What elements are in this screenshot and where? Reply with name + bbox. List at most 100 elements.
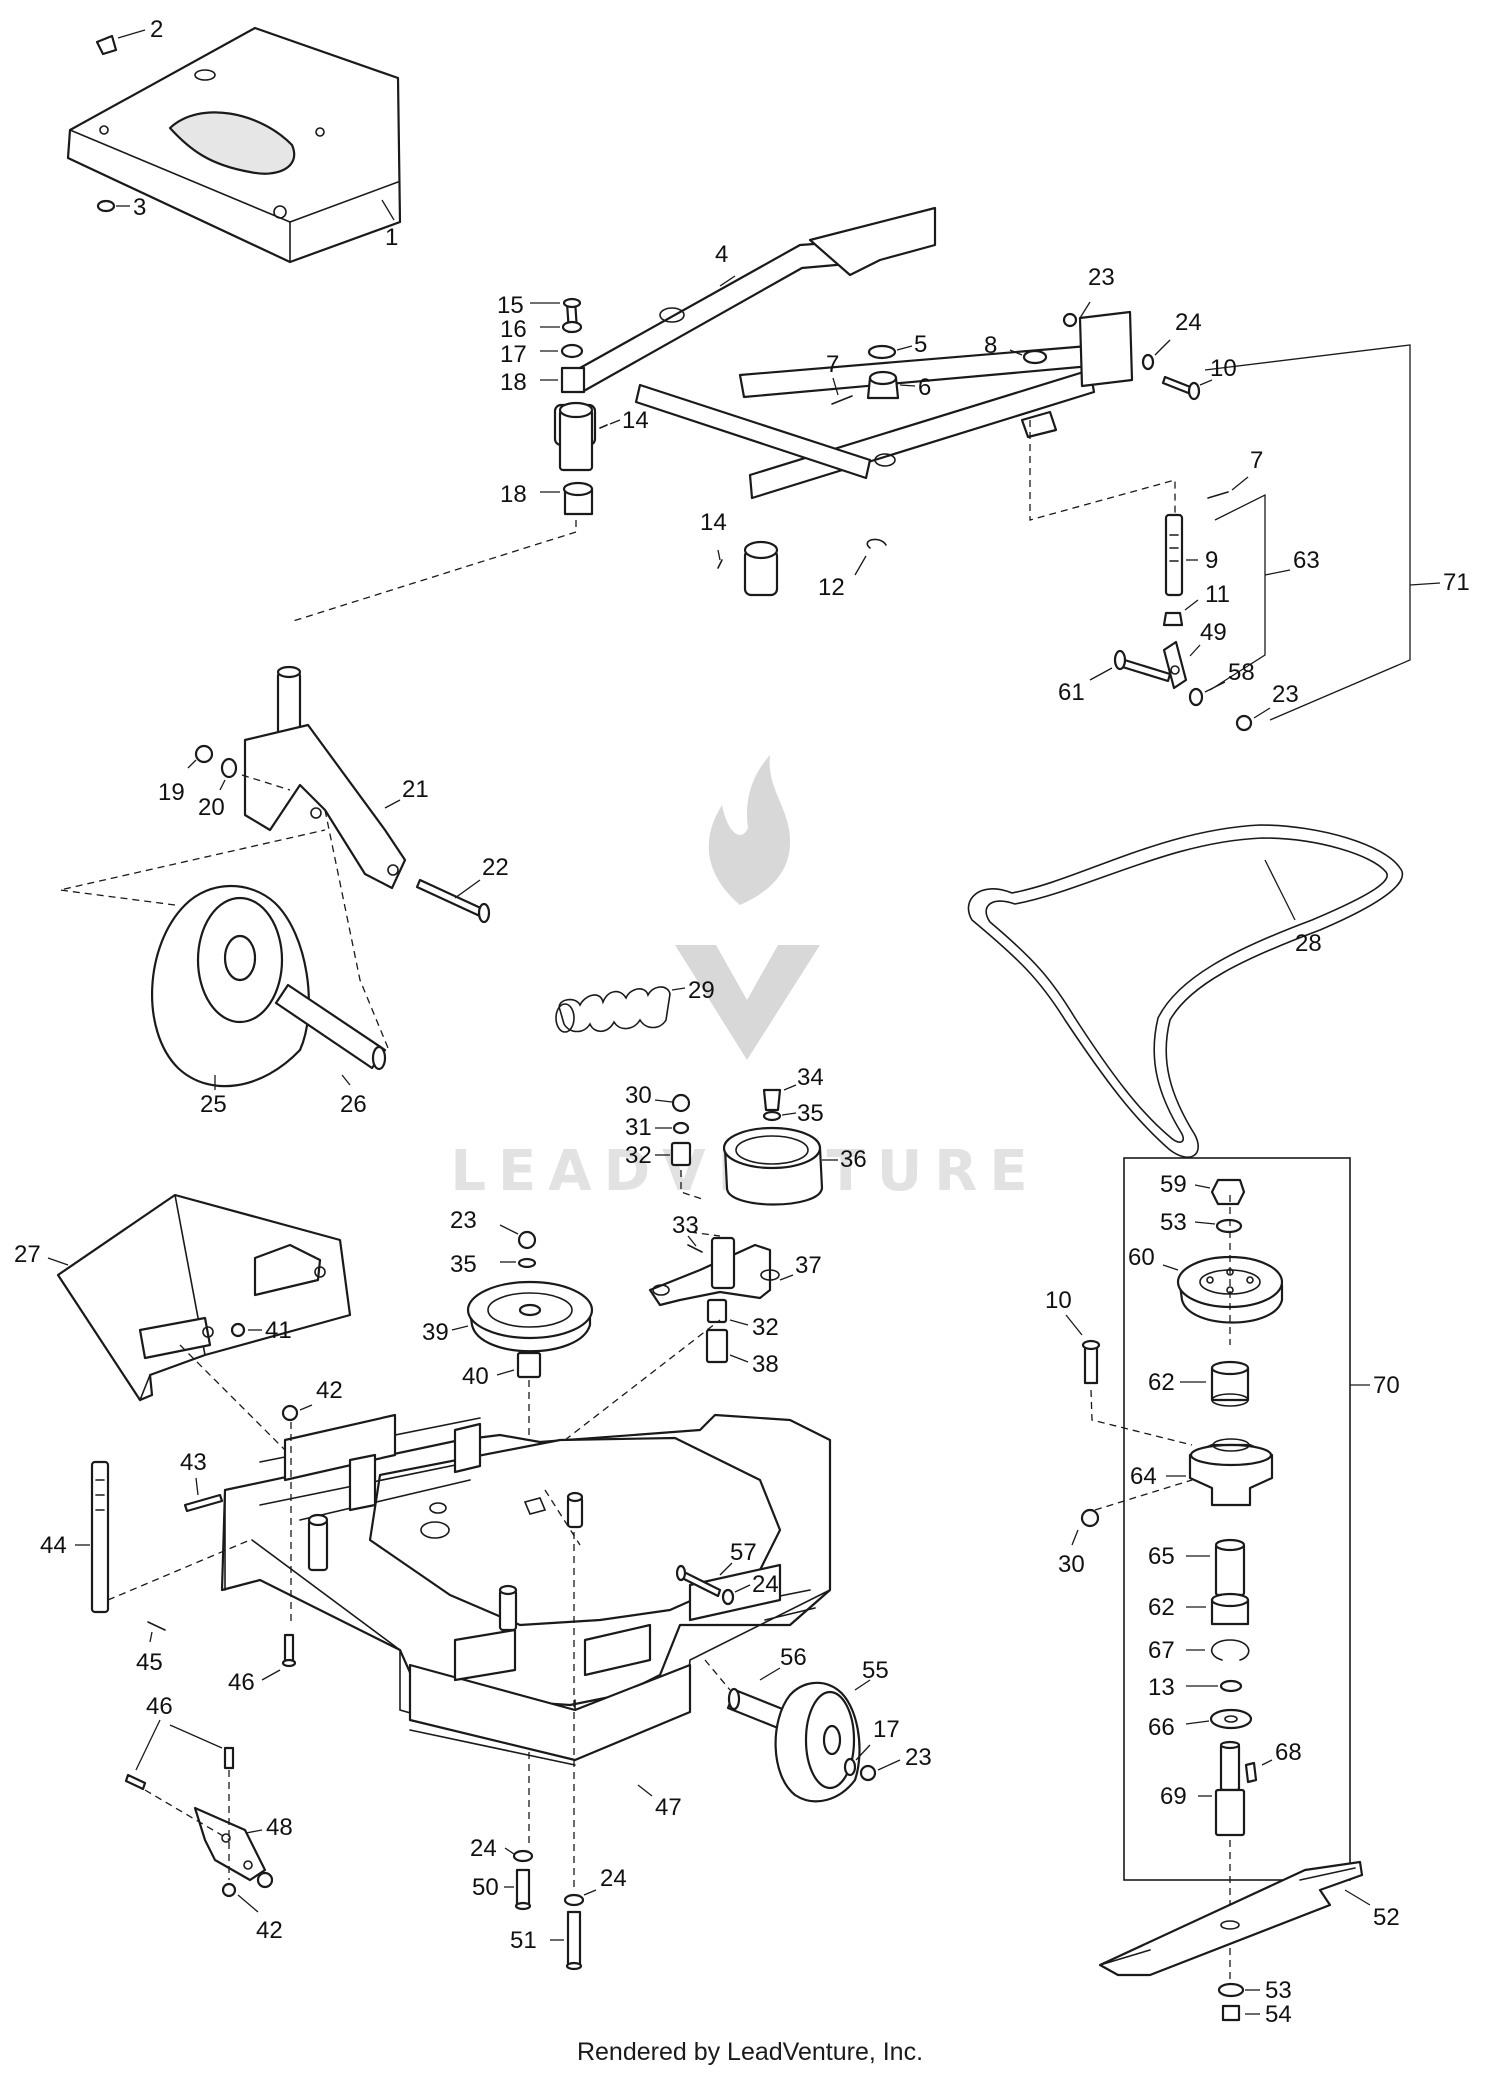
callout-24-deck-left[interactable]: 24: [470, 1835, 497, 1862]
part-62-bearing-top[interactable]: [1180, 1360, 1250, 1407]
callout-16[interactable]: 16: [500, 316, 527, 343]
callout-32-upper[interactable]: 32: [625, 1142, 652, 1169]
callout-46-bracket[interactable]: 46: [146, 1693, 173, 1720]
callout-57[interactable]: 57: [730, 1539, 757, 1566]
callout-48[interactable]: 48: [266, 1814, 293, 1841]
part-49-clevis[interactable]: [1162, 640, 1201, 690]
callout-20[interactable]: 20: [198, 794, 225, 821]
callout-37[interactable]: 37: [795, 1252, 822, 1279]
part-48-bracket[interactable]: [193, 1806, 267, 1882]
callout-17-rear[interactable]: 17: [873, 1716, 900, 1743]
part-61-bolt[interactable]: [1089, 649, 1172, 683]
callout-64[interactable]: 64: [1130, 1463, 1157, 1490]
callout-24-rear[interactable]: 24: [752, 1571, 779, 1598]
callout-3[interactable]: 3: [133, 194, 146, 221]
part-54-bolt[interactable]: [1221, 2004, 1260, 2022]
part-1-hood[interactable]: [66, 26, 402, 264]
callout-38[interactable]: 38: [752, 1351, 779, 1378]
part-23-nut-frame[interactable]: [1062, 301, 1091, 328]
part-5-bushing[interactable]: [867, 344, 913, 360]
part-30-nut-idler[interactable]: [654, 1093, 691, 1113]
callout-44[interactable]: 44: [40, 1532, 67, 1559]
callout-62-bottom[interactable]: 62: [1148, 1594, 1175, 1621]
part-53-washer-bottom[interactable]: [1217, 1982, 1260, 1998]
callout-15[interactable]: 15: [497, 292, 524, 319]
callout-6[interactable]: 6: [918, 374, 931, 401]
part-24-washer-deck-right[interactable]: [563, 1889, 597, 1907]
callout-28[interactable]: 28: [1295, 930, 1322, 957]
callout-36[interactable]: 36: [840, 1146, 867, 1173]
callout-67[interactable]: 67: [1148, 1637, 1175, 1664]
callout-66[interactable]: 66: [1148, 1714, 1175, 1741]
part-35-washer-idler[interactable]: [762, 1110, 797, 1122]
part-32-spacer-lower[interactable]: [706, 1298, 749, 1326]
part-64-spindle-housing[interactable]: [1166, 1438, 1274, 1507]
callout-43[interactable]: 43: [180, 1449, 207, 1476]
callout-46-deck[interactable]: 46: [228, 1669, 255, 1696]
callout-25[interactable]: 25: [200, 1091, 227, 1118]
part-24-washer-frame[interactable]: [1141, 339, 1171, 371]
callout-14-lower[interactable]: 14: [700, 509, 727, 536]
callout-54[interactable]: 54: [1265, 2001, 1292, 2028]
callout-41[interactable]: 41: [265, 1317, 292, 1344]
callout-5[interactable]: 5: [914, 331, 927, 358]
part-68-key[interactable]: [1244, 1759, 1273, 1784]
callout-11[interactable]: 11: [1205, 581, 1230, 608]
callout-62-top[interactable]: 62: [1148, 1369, 1175, 1396]
part-51-bolt[interactable]: [550, 1910, 583, 1971]
callout-30-idler[interactable]: 30: [625, 1082, 652, 1109]
part-69-spindle-shaft[interactable]: [1198, 1740, 1246, 1837]
callout-24-frame[interactable]: 24: [1175, 309, 1202, 336]
callout-23-deck[interactable]: 23: [450, 1207, 477, 1234]
callout-4[interactable]: 4: [715, 241, 728, 268]
part-22-bolt[interactable]: [415, 878, 491, 924]
callout-33[interactable]: 33: [672, 1212, 699, 1239]
part-26-axle[interactable]: [274, 983, 387, 1086]
callout-35-idler[interactable]: 35: [797, 1100, 824, 1127]
callout-26[interactable]: 26: [340, 1091, 367, 1118]
part-67-snap-ring[interactable]: [1186, 1639, 1250, 1661]
part-24-washer-rear[interactable]: [721, 1584, 751, 1606]
callout-30-spindle[interactable]: 30: [1058, 1551, 1085, 1578]
callout-2[interactable]: 2: [150, 16, 163, 43]
part-35-washer-deck[interactable]: [500, 1257, 537, 1269]
callout-50[interactable]: 50: [472, 1874, 499, 1901]
callout-18-upper[interactable]: 18: [500, 369, 527, 396]
part-31-washer[interactable]: [655, 1121, 690, 1135]
part-46-bolt-deck[interactable]: [261, 1633, 297, 1681]
part-24-washer-deck-left[interactable]: [504, 1847, 534, 1863]
callout-68[interactable]: 68: [1275, 1739, 1302, 1766]
callout-7-adjust[interactable]: 7: [1250, 447, 1263, 474]
callout-40[interactable]: 40: [462, 1363, 489, 1390]
part-44-rod[interactable]: [75, 1460, 110, 1614]
callout-52[interactable]: 52: [1373, 1904, 1400, 1931]
part-53-washer-top[interactable]: [1194, 1218, 1243, 1234]
callout-65[interactable]: 65: [1148, 1543, 1175, 1570]
callout-8[interactable]: 8: [984, 332, 997, 359]
callout-45[interactable]: 45: [136, 1649, 163, 1676]
callout-27[interactable]: 27: [14, 1241, 41, 1268]
part-32-spacer-upper[interactable]: [655, 1141, 692, 1167]
callout-31[interactable]: 31: [625, 1114, 652, 1141]
callout-10-spindle[interactable]: 10: [1045, 1287, 1072, 1314]
callout-19[interactable]: 19: [158, 779, 185, 806]
callout-7-frame[interactable]: 7: [826, 351, 839, 378]
callout-22[interactable]: 22: [482, 854, 509, 881]
callout-23-rear[interactable]: 23: [905, 1744, 932, 1771]
callout-71[interactable]: 71: [1443, 569, 1470, 596]
callout-34[interactable]: 34: [797, 1064, 824, 1091]
part-37-idler-arm[interactable]: [648, 1236, 794, 1307]
part-62-bearing-bottom[interactable]: [1186, 1592, 1250, 1626]
part-27-chute[interactable]: [47, 1193, 352, 1402]
callout-39[interactable]: 39: [422, 1319, 449, 1346]
part-8-washer[interactable]: [1009, 349, 1048, 365]
part-66-washer[interactable]: [1185, 1708, 1253, 1730]
part-9-height-rod[interactable]: [1164, 513, 1198, 597]
part-23-nut-rear[interactable]: [859, 1759, 901, 1782]
callout-49[interactable]: 49: [1200, 619, 1227, 646]
callout-42-bracket[interactable]: 42: [256, 1917, 283, 1944]
part-33-bolt[interactable]: [687, 1235, 703, 1253]
part-11-nut[interactable]: [1162, 599, 1199, 627]
part-23-nut-deck[interactable]: [499, 1224, 537, 1250]
part-19-nut[interactable]: [187, 744, 214, 769]
